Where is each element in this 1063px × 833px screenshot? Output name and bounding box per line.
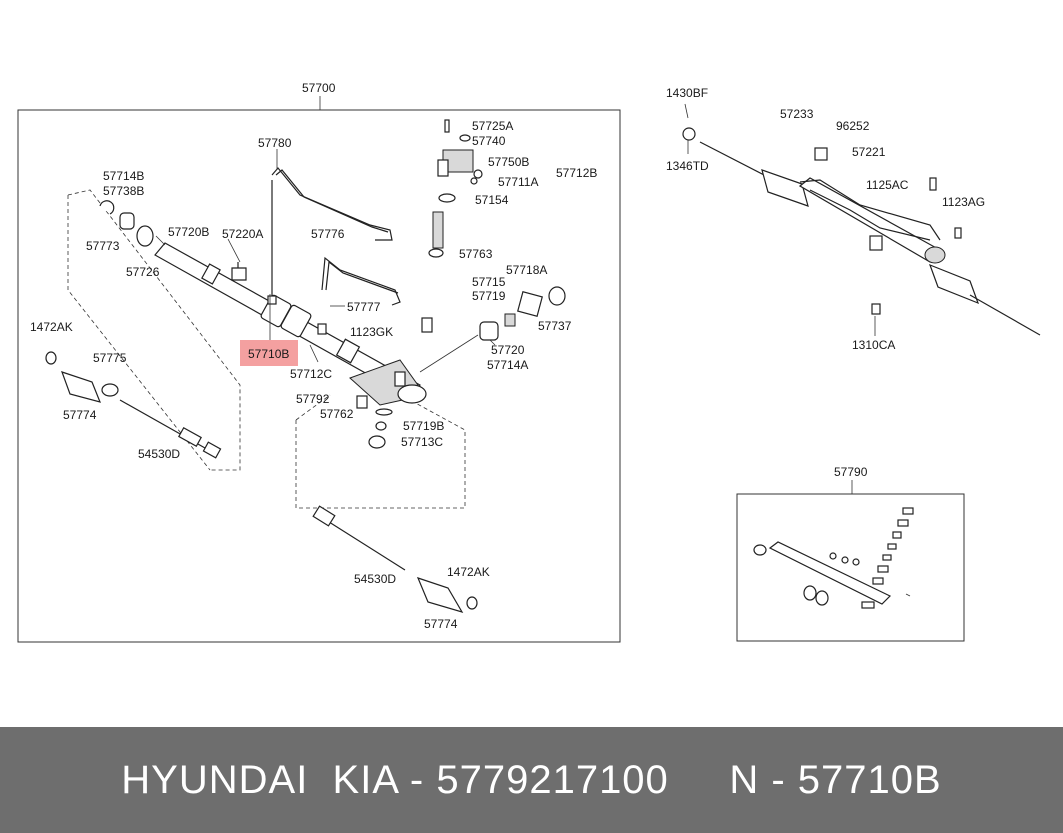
label-57233: 57233 (780, 107, 814, 121)
label-boot-kit: 57790 (834, 465, 868, 479)
label-57792: 57792 (296, 392, 330, 406)
label-1472AK-left: 1472AK (30, 320, 73, 334)
label-57774-left: 57774 (63, 408, 97, 422)
label-57714A: 57714A (487, 358, 528, 372)
bush-57714B (119, 212, 135, 230)
highlight-part-box (240, 340, 298, 366)
pinion-57154 (432, 211, 444, 249)
kit-frame (736, 493, 965, 642)
label-57777: 57777 (347, 300, 381, 314)
label-1472AK-right: 1472AK (447, 565, 490, 579)
label-57712B: 57712B (556, 166, 597, 180)
label-57713C: 57713C (401, 435, 443, 449)
label-54530D-left: 54530D (138, 447, 180, 461)
label-57763: 57763 (459, 247, 493, 261)
kit-parts (753, 507, 914, 609)
label-57711A: 57711A (498, 175, 538, 189)
label-57740: 57740 (472, 134, 506, 148)
label-57719B: 57719B (403, 419, 444, 433)
label-57154: 57154 (475, 193, 509, 207)
steering-gear-exploded-diagram: 57700 (17, 81, 1041, 643)
ring-57726 (136, 225, 154, 247)
label-96252: 96252 (836, 119, 870, 133)
label-1123GK: 1123GK (350, 325, 393, 339)
footer-part-number: HYUNDAI KIA - 5779217100 N - 57710B (121, 757, 942, 802)
label-57726: 57726 (126, 265, 160, 279)
label-57720B: 57720B (168, 225, 209, 239)
pipe-57780 (271, 167, 393, 241)
label-57780: 57780 (258, 136, 292, 150)
assembled-view (682, 103, 1041, 336)
label-57774-right: 57774 (424, 617, 458, 631)
boot-57774-left (61, 371, 102, 403)
boot-57774-right (416, 577, 464, 614)
label-54530D-right: 54530D (354, 572, 396, 586)
label-1346TD: 1346TD (666, 159, 709, 173)
label-57725A: 57725A (472, 119, 513, 133)
label-57220A: 57220A (222, 227, 263, 241)
label-57737: 57737 (538, 319, 572, 333)
label-57714B: 57714B (103, 169, 144, 183)
label-57719: 57719 (472, 289, 506, 303)
label-1310CA: 1310CA (852, 338, 895, 352)
label-57738B: 57738B (103, 184, 144, 198)
footer-bar: HYUNDAI KIA - 5779217100 N - 57710B (0, 727, 1063, 833)
label-highlight-part: 57710B (248, 347, 289, 361)
label-1430BF: 1430BF (666, 86, 708, 100)
label-57762: 57762 (320, 407, 354, 421)
label-57715: 57715 (472, 275, 506, 289)
label-57718A: 57718A (506, 263, 547, 277)
rack-housing (154, 242, 427, 406)
label-57773: 57773 (86, 239, 120, 253)
label-main-assembly: 57700 (302, 81, 336, 95)
label-57750B: 57750B (488, 155, 529, 169)
pipe-57776 (321, 256, 401, 306)
label-57775: 57775 (93, 351, 127, 365)
main-assembly-frame (17, 109, 621, 643)
label-57720: 57720 (491, 343, 525, 357)
label-1125AC: 1125AC (866, 178, 909, 192)
label-57221: 57221 (852, 145, 886, 159)
label-57776: 57776 (311, 227, 345, 241)
label-1123AG: 1123AG (942, 195, 985, 209)
label-57712C: 57712C (290, 367, 332, 381)
clip-57773 (99, 200, 115, 215)
